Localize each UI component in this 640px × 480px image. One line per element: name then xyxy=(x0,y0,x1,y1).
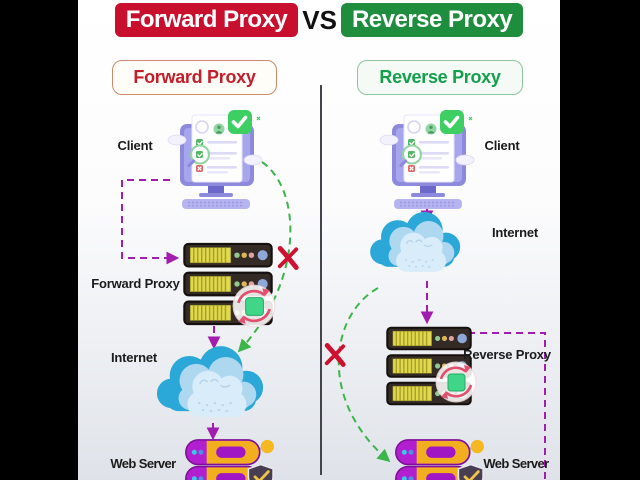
forward-column-header: Forward Proxy xyxy=(112,60,277,95)
forward-proxy-title-badge: Forward Proxy xyxy=(114,3,299,37)
internet-label-left: Internet xyxy=(110,350,158,365)
web-server-label-left: Web Server xyxy=(110,456,176,471)
client-computer-icon-right xyxy=(378,110,478,210)
reverse-blocked-direct-path xyxy=(337,287,391,463)
internet-label-right: Internet xyxy=(491,225,539,240)
reverse-column-header: Reverse Proxy xyxy=(357,60,523,95)
forward-proxy-label: Forward Proxy xyxy=(91,276,180,291)
reverse-proxy-label: Reverse Proxy xyxy=(463,347,551,362)
column-divider xyxy=(320,85,322,475)
vs-label: VS xyxy=(302,4,337,35)
sync-refresh-icon-right xyxy=(434,360,478,404)
client-label-left: Client xyxy=(117,138,153,153)
web-server-label-right: Web Server xyxy=(483,456,549,471)
client-label-right: Client xyxy=(484,138,520,153)
client-computer-icon xyxy=(166,110,266,210)
main-title: Forward Proxy VS Reverse Proxy xyxy=(78,3,560,37)
sync-refresh-icon xyxy=(231,283,277,329)
web-server-icon-left xyxy=(178,438,278,480)
internet-cloud-icon-right xyxy=(366,210,466,282)
reverse-proxy-title-badge: Reverse Proxy xyxy=(340,3,524,37)
blocked-x-icon-right xyxy=(322,342,348,368)
blocked-x-icon-left xyxy=(275,245,301,271)
web-server-icon-right xyxy=(388,438,488,480)
infographic-canvas: Forward Proxy VS Reverse Proxy Forward P… xyxy=(78,0,560,480)
